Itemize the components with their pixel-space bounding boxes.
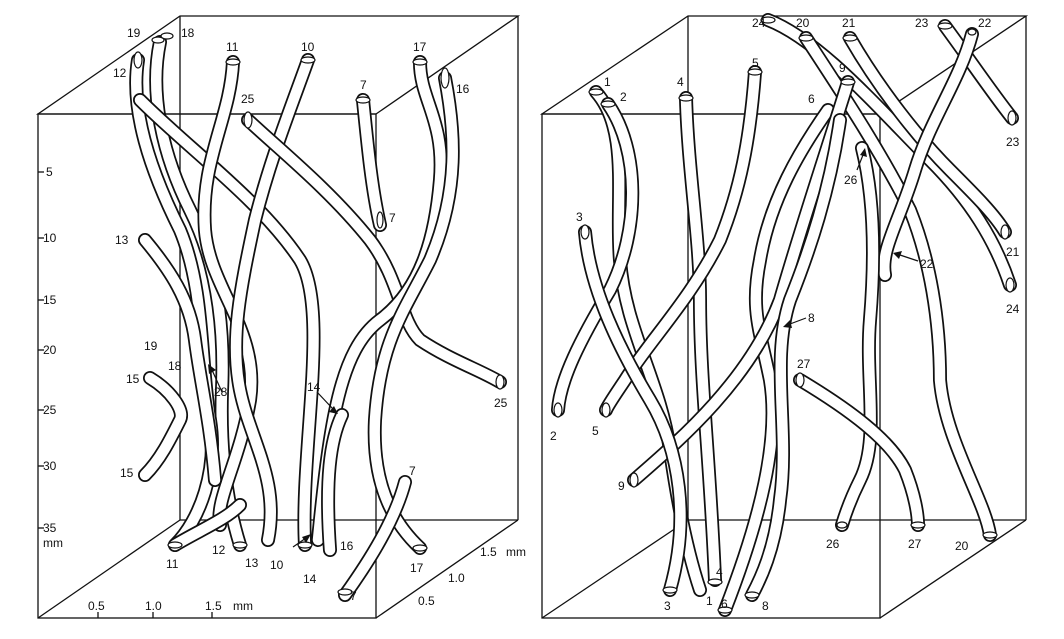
vessel-label: 22 [978, 16, 992, 30]
vessel-label: 27 [908, 537, 922, 551]
vessel-label: 3 [664, 599, 671, 613]
vessel-label: 19 [127, 26, 141, 40]
vessel-label: 5 [592, 424, 599, 438]
z-tick-label: 1.5 [480, 545, 497, 559]
vessel-label: 13 [115, 233, 129, 247]
left-box-edge [375, 519, 519, 619]
vessel-label: 3 [576, 210, 583, 224]
vessel-label: 26 [844, 173, 858, 187]
left-y-axis: 5 10 15 20 25 30 35 mm [38, 165, 63, 550]
right-vessel-labels: 24 20 21 23 22 1 2 4 5 9 6 23 26 3 22 21… [550, 16, 1020, 613]
vessel-label: 10 [301, 40, 315, 54]
vessel-label: 1 [604, 75, 611, 89]
y-tick-label: 25 [43, 403, 57, 417]
x-tick-label: 0.5 [88, 599, 105, 613]
vessel-label: 11 [166, 557, 179, 571]
vessel-label: 6 [808, 92, 815, 106]
vessel-label: 15 [126, 372, 140, 386]
vessel-label: 21 [842, 16, 856, 30]
vessel-label: 4 [677, 75, 684, 89]
x-tick-label: 1.0 [145, 599, 162, 613]
z-unit-label: mm [506, 545, 526, 559]
vessel-label: 14 [303, 572, 317, 586]
vessel-label: 12 [113, 66, 127, 80]
y-unit-label: mm [43, 536, 63, 550]
vessel-label: 23 [1006, 135, 1020, 149]
vessel-label: 12 [212, 543, 226, 557]
vessel-label: 16 [456, 82, 470, 96]
vessel-label: 24 [1006, 302, 1020, 316]
right-box-edge [541, 519, 689, 619]
x-unit-label: mm [233, 599, 253, 613]
vessel-label: 22 [920, 257, 934, 271]
vessel-label: 27 [797, 357, 811, 371]
vessel-label: 2 [620, 90, 627, 104]
right-box-front [541, 113, 881, 619]
vessel-label: 7 [409, 464, 416, 478]
vessel-label: 16 [340, 539, 354, 553]
vessel-label: 4 [716, 565, 723, 579]
vessel-label: 26 [826, 537, 840, 551]
vessel-label: 24 [752, 16, 766, 30]
x-tick-label: 1.5 [205, 599, 222, 613]
vessel-label: 8 [808, 311, 815, 325]
vessel-label: 14 [307, 380, 321, 394]
vessel-label: 7 [350, 589, 357, 603]
vessel-label: 25 [494, 396, 508, 410]
vessel-label: 9 [839, 61, 846, 75]
vessel-label: 28 [214, 385, 228, 399]
vessel-label: 7 [360, 78, 367, 92]
y-tick-label: 10 [43, 231, 57, 245]
vessel-label: 20 [955, 539, 969, 553]
vessel-label: 19 [144, 339, 158, 353]
left-tubes [129, 35, 507, 602]
left-z-axis: 0.5 1.0 1.5 mm [418, 545, 526, 608]
vessel-label: 11 [226, 40, 239, 54]
y-tick-label: 15 [43, 293, 57, 307]
right-tubes [551, 13, 1019, 617]
right-block: 24 20 21 23 22 1 2 4 5 9 6 23 26 3 22 21… [539, 13, 1029, 619]
vessel-label: 20 [796, 16, 810, 30]
left-vessel-labels: 19 18 12 11 10 17 16 7 25 7 13 19 18 28 … [113, 26, 508, 603]
vessel-label: 18 [181, 26, 195, 40]
vessel-label: 9 [618, 479, 625, 493]
vessel-label: 5 [752, 56, 759, 70]
left-x-axis: 0.5 1.0 1.5 mm [88, 599, 253, 618]
vessel-label: 6 [721, 597, 728, 611]
vessel-label: 2 [550, 429, 557, 443]
y-tick-label: 20 [43, 343, 57, 357]
y-tick-label: 35 [43, 521, 57, 535]
right-box-edge [879, 519, 1027, 619]
vessel-label: 15 [120, 466, 134, 480]
vessel-label: 18 [168, 359, 182, 373]
vessel-label: 21 [1006, 245, 1020, 259]
vessel-label: 13 [245, 556, 259, 570]
vessel-label: 10 [270, 558, 284, 572]
y-tick-label: 30 [43, 459, 57, 473]
z-tick-label: 1.0 [448, 571, 465, 585]
vessel-label: 17 [410, 561, 424, 575]
vessel-label: 23 [915, 16, 929, 30]
vessel-label: 25 [241, 92, 255, 106]
vessel-label: 17 [413, 40, 427, 54]
z-tick-label: 0.5 [418, 594, 435, 608]
left-box-edge [37, 519, 181, 619]
vessel-label: 1 [706, 594, 713, 608]
left-block: 5 10 15 20 25 30 35 mm 0.5 1.0 1.5 mm [35, 15, 526, 619]
vessel-label: 7 [389, 211, 396, 225]
y-tick-label: 5 [46, 165, 53, 179]
vessel-label: 8 [762, 599, 769, 613]
